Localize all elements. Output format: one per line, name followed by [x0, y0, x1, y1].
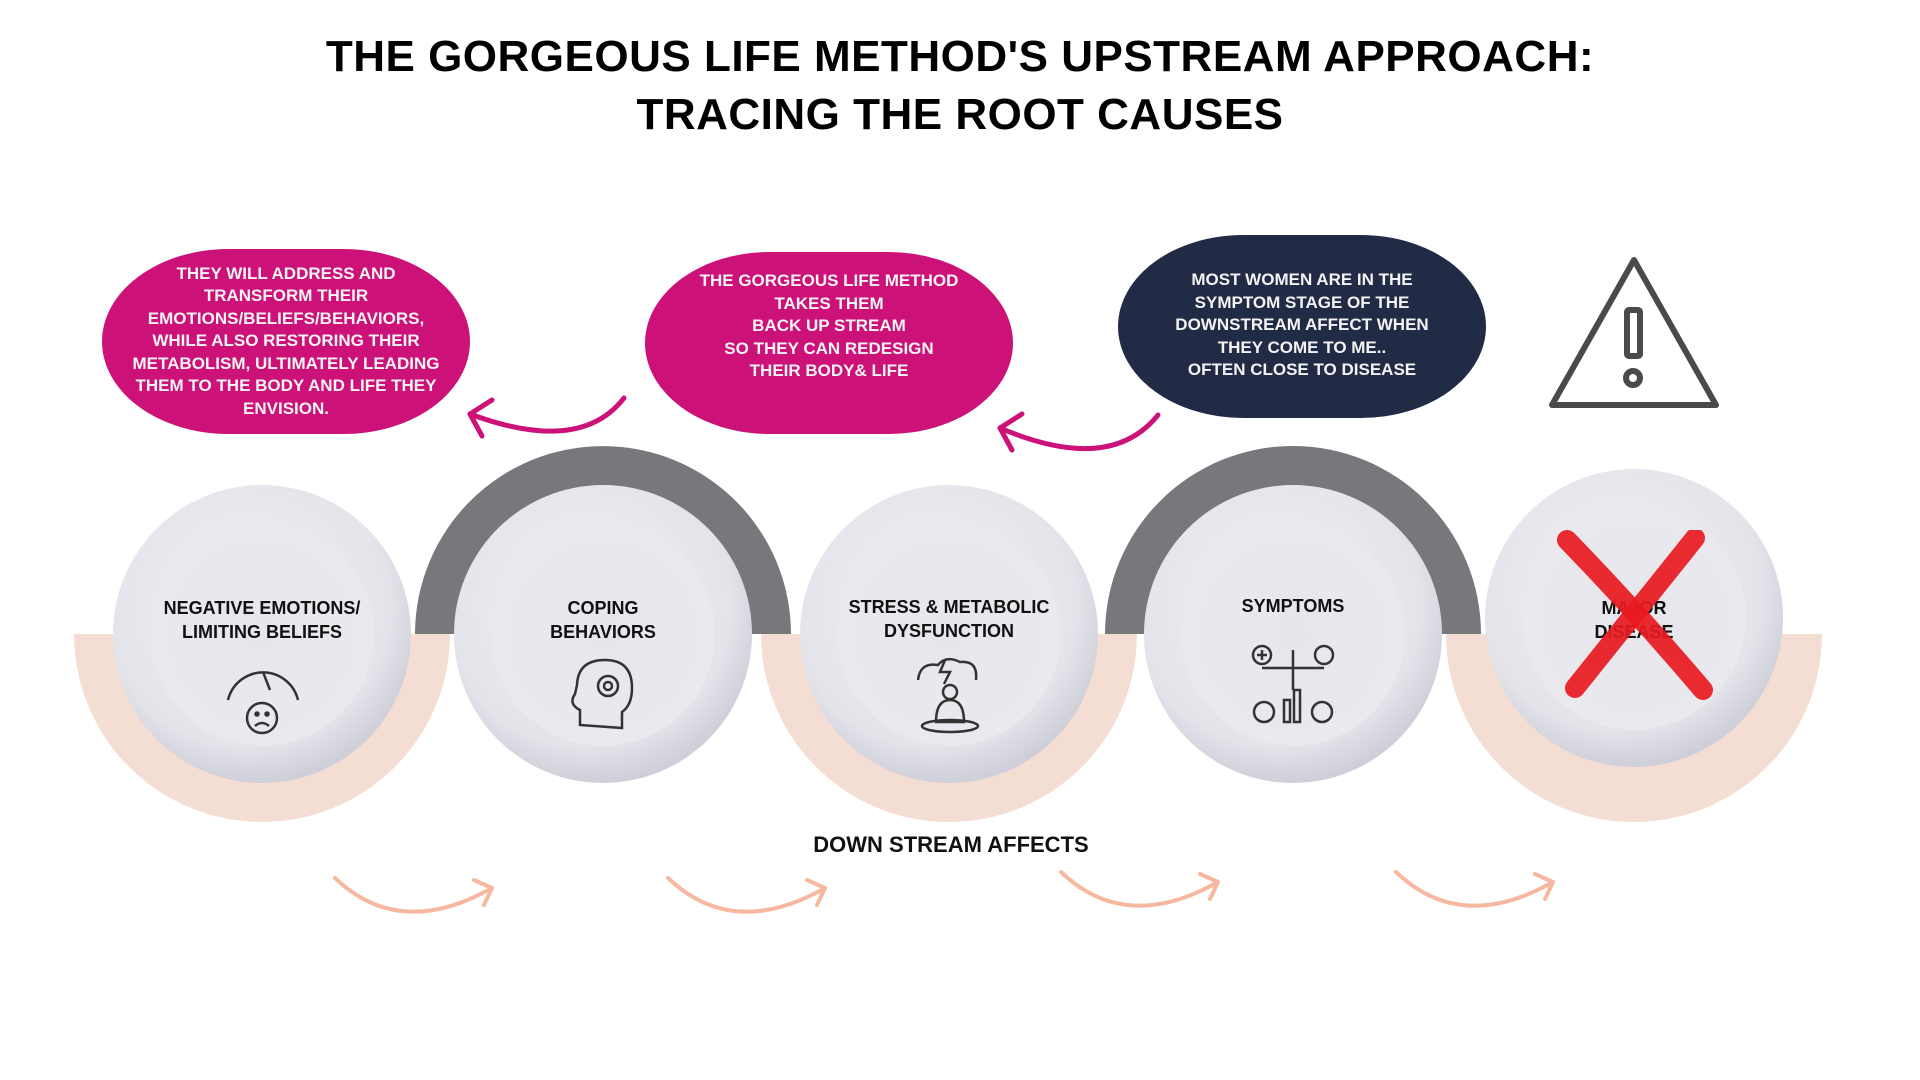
bubble-3-line: THEY COME TO ME..	[1217, 337, 1387, 357]
stage-label-line: SYMPTOMS	[1241, 596, 1345, 616]
head-gear-icon	[571, 658, 634, 730]
bubble-1-line: TRANSFORM THEIR	[203, 286, 369, 306]
bubble-2-line: TAKES THEM	[774, 293, 884, 313]
bubble-3-line: DOWNSTREAM AFFECT WHEN	[1175, 315, 1429, 334]
bubble-1-line: ENVISION.	[243, 398, 329, 418]
pink-arrow-2	[997, 411, 1161, 453]
bubble-2-line: THE GORGEOUS LIFE METHOD	[699, 271, 959, 290]
bubble-upstream-transform: THEY WILL ADDRESS AND TRANSFORM THEIR EM…	[102, 249, 470, 434]
down-stream-affects-label: DOWN STREAM AFFECTS	[813, 832, 1089, 857]
bubble-1-line: EMOTIONS/BELIEFS/BEHAVIORS,	[147, 308, 425, 328]
pink-arrow-1	[467, 395, 627, 439]
peach-arrow-3	[1059, 870, 1220, 908]
bubble-method-upstream: THE GORGEOUS LIFE METHOD TAKES THEM BACK…	[645, 252, 1013, 434]
bubble-symptom-stage: MOST WOMEN ARE IN THE SYMPTOM STAGE OF T…	[1118, 235, 1486, 418]
stage-label-symptoms: SYMPTOMS	[1173, 594, 1413, 618]
stage-label-line: NEGATIVE EMOTIONS/	[163, 598, 361, 618]
bubble-1-line: WHILE ALSO RESTORING THEIR	[152, 331, 420, 351]
warning-triangle-icon	[1549, 257, 1719, 408]
stage-label-line: STRESS & METABOLIC	[848, 597, 1050, 617]
stage-label-line: LIMITING BELIEFS	[182, 622, 342, 642]
red-x-icon	[1557, 530, 1713, 700]
stage-label-line: COPING	[567, 598, 639, 618]
peach-arrow-4	[1394, 870, 1555, 908]
stage-label-line: DYSFUNCTION	[884, 621, 1014, 641]
bubble-1-line: THEM TO THE BODY AND LIFE THEY	[135, 376, 437, 396]
bubble-3-line: SYMPTOM STAGE OF THE	[1194, 292, 1410, 312]
title-line-1: THE GORGEOUS LIFE METHOD'S UPSTREAM APPR…	[325, 32, 1595, 81]
bubble-1-line: METABOLISM, ULTIMATELY LEADING	[132, 353, 440, 373]
stage-circle-2	[454, 485, 752, 783]
stage-circle-3	[800, 485, 1098, 783]
bubble-3-line: MOST WOMEN ARE IN THE	[1191, 270, 1413, 289]
bubble-2-line: SO THEY CAN REDESIGN	[724, 338, 934, 358]
stage-label-line: BEHAVIORS	[550, 622, 656, 642]
stage-label-coping-behaviors: COPING BEHAVIORS	[483, 596, 723, 644]
stage-circle-1	[113, 485, 411, 783]
peach-arrow-1	[333, 876, 494, 914]
bubble-2-line: BACK UP STREAM	[752, 316, 906, 335]
gauge-sad-face-icon	[226, 671, 300, 735]
stage-circle-4	[1144, 485, 1442, 783]
stage-label-stress-metabolic: STRESS & METABOLIC DYSFUNCTION	[829, 595, 1069, 643]
bubble-3-line: OFTEN CLOSE TO DISEASE	[1187, 360, 1417, 379]
title-line-2: TRACING THE ROOT CAUSES	[636, 90, 1284, 139]
bubble-2-line: THEIR BODY& LIFE	[749, 361, 909, 380]
symptoms-icon	[1251, 644, 1335, 724]
stressed-person-icon	[916, 657, 980, 734]
peach-arrow-2	[666, 876, 827, 914]
stage-label-negative-emotions: NEGATIVE EMOTIONS/ LIMITING BELIEFS	[142, 596, 382, 644]
bubble-1-line: THEY WILL ADDRESS AND	[176, 263, 396, 283]
